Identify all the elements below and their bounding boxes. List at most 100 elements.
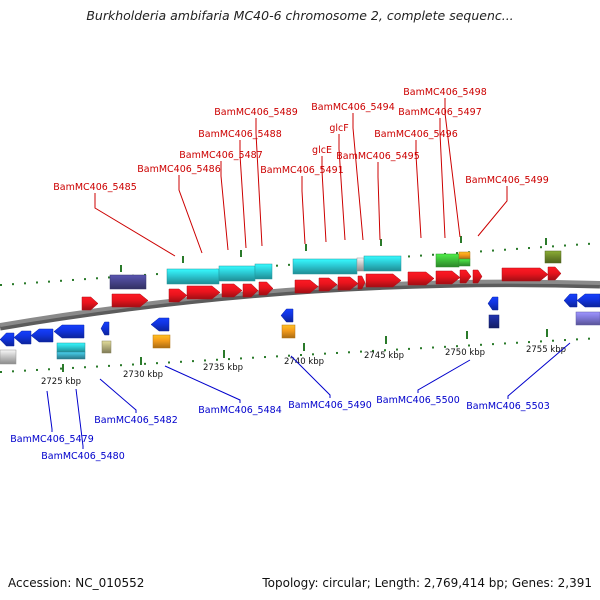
leader-line <box>94 193 176 257</box>
tick-dot <box>48 368 50 371</box>
tick-dot <box>480 343 482 346</box>
tick-dot <box>0 284 2 286</box>
tick-dot <box>540 246 542 249</box>
feature-box <box>292 258 358 275</box>
forward-gene-label: BamMC406_5489 <box>214 107 297 118</box>
tick-dot <box>36 368 38 371</box>
leader-line <box>301 176 306 245</box>
tick-dot <box>420 254 422 257</box>
feature-box <box>544 250 562 264</box>
forward-gene-label: BamMC406_5494 <box>311 102 394 113</box>
feature-box <box>109 274 147 290</box>
forward-gene <box>294 279 319 294</box>
leader-line <box>444 98 461 238</box>
tick-dot <box>276 355 278 358</box>
leader-line <box>338 134 346 241</box>
tick-dot <box>408 347 410 350</box>
tick-dot <box>588 242 590 245</box>
map-title: Burkholderia ambifaria MC40-6 chromosome… <box>86 8 514 23</box>
scale-label: 2735 kbp <box>203 363 243 373</box>
reverse-gene <box>100 321 110 336</box>
forward-gene <box>111 293 149 308</box>
tick-dot <box>384 349 386 352</box>
tick-dot <box>408 255 410 258</box>
tick-dot <box>528 341 530 344</box>
forward-gene <box>472 269 483 284</box>
forward-gene-label: glcF <box>329 123 348 134</box>
leader-line <box>352 113 364 241</box>
accession-label: Accession: NC_010552 <box>8 576 145 590</box>
forward-gene-label: BamMC406_5488 <box>198 129 281 140</box>
tick-dot <box>456 252 458 255</box>
feature-box <box>363 255 402 272</box>
forward-gene <box>81 296 99 311</box>
tick-dot <box>84 366 86 369</box>
tick-dot <box>0 371 2 373</box>
reverse-gene <box>53 324 85 339</box>
tick-dot <box>552 245 554 248</box>
tick-dot <box>72 366 74 369</box>
feature-box <box>152 334 171 349</box>
forward-gene <box>221 283 243 298</box>
forward-gene-label: BamMC406_5497 <box>398 107 481 118</box>
feature-box <box>435 253 460 268</box>
reverse-gene <box>150 317 170 332</box>
major-tick <box>62 364 64 372</box>
tick-dot <box>60 279 62 282</box>
scale-label: 2725 kbp <box>41 377 81 387</box>
tick-dot <box>564 339 566 342</box>
forward-gene-label: BamMC406_5495 <box>336 151 419 162</box>
forward-gene <box>547 266 562 281</box>
leader-line <box>164 365 241 403</box>
reverse-gene <box>576 293 600 308</box>
feature-box <box>575 311 600 326</box>
major-tick <box>380 239 382 246</box>
scale-label: 2745 kbp <box>364 351 404 361</box>
tick-dot <box>96 365 98 368</box>
feature-box <box>218 265 256 282</box>
topology-label: Topology: circular; Length: 2,769,414 bp… <box>262 576 592 590</box>
feature-box <box>281 324 296 339</box>
reverse-gene-label: BamMC406_5479 <box>10 434 93 445</box>
feature-box <box>0 349 17 365</box>
leader-line <box>239 140 247 249</box>
tick-dot <box>372 349 374 352</box>
forward-gene-label: BamMC406_5491 <box>260 165 343 176</box>
leader-line <box>75 388 84 449</box>
tick-dot <box>192 360 194 363</box>
scale-label: 2730 kbp <box>123 370 163 380</box>
tick-dot <box>588 337 590 340</box>
tick-dot <box>312 353 314 356</box>
tick-dot <box>504 342 506 345</box>
leader-line <box>417 359 471 393</box>
tick-dot <box>360 350 362 353</box>
tick-dot <box>48 280 50 283</box>
tick-dot <box>264 356 266 359</box>
reverse-gene-label: BamMC406_5484 <box>198 405 281 416</box>
tick-dot <box>576 243 578 246</box>
tick-dot <box>276 264 278 267</box>
forward-gene <box>459 269 472 284</box>
major-tick <box>140 357 142 365</box>
forward-gene <box>337 276 359 291</box>
forward-gene <box>365 273 402 288</box>
leader-line <box>415 140 422 239</box>
leader-line <box>507 342 571 399</box>
forward-gene-label: BamMC406_5499 <box>465 175 548 186</box>
forward-gene <box>186 285 221 300</box>
tick-dot <box>552 339 554 342</box>
major-tick <box>545 238 547 245</box>
tick-dot <box>516 341 518 344</box>
tick-dot <box>468 344 470 347</box>
scale-label: 2750 kbp <box>445 348 485 358</box>
tick-dot <box>60 367 62 370</box>
tick-dot <box>576 338 578 341</box>
tick-dot <box>444 345 446 348</box>
tick-dot <box>396 348 398 351</box>
forward-gene-label: BamMC406_5486 <box>137 164 220 175</box>
reverse-gene <box>0 332 15 347</box>
forward-gene <box>318 277 338 292</box>
tick-dot <box>432 346 434 349</box>
major-tick <box>223 350 225 358</box>
